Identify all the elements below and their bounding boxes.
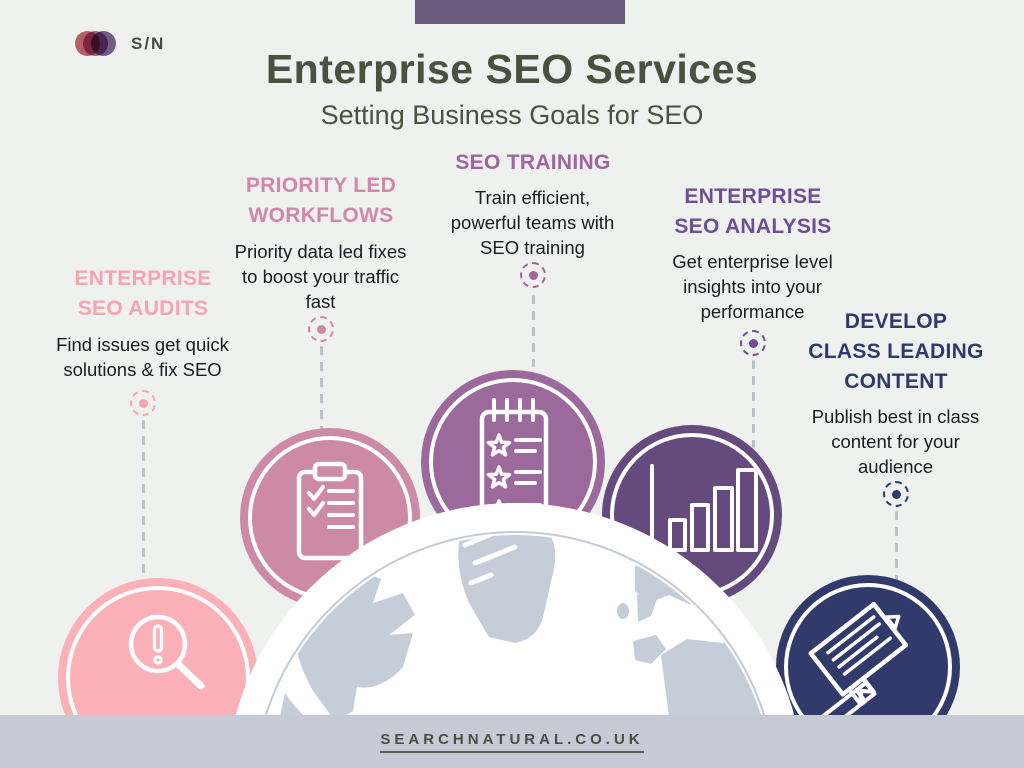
logo-text: S/N	[131, 34, 166, 53]
item-seo-audits-marker	[130, 390, 156, 416]
item-content-connector	[894, 511, 898, 581]
item-workflows-title: PRIORITY LED WORKFLOWS	[245, 174, 397, 227]
item-content-marker	[883, 481, 909, 507]
footer-bar: SEARCHNATURAL.CO.UK	[0, 715, 1024, 768]
item-seo-analysis-title: ENTERPRISE SEO ANALYSIS	[674, 185, 832, 238]
logo-circles-icon	[75, 31, 117, 57]
item-content-title: DEVELOP CLASS LEADING CONTENT	[808, 310, 984, 393]
item-workflows-connector	[319, 346, 323, 430]
item-seo-training-title: SEO TRAINING	[455, 151, 611, 174]
item-seo-training-description: Train efficient, powerful teams with SEO…	[450, 187, 615, 258]
magnifier-alert-icon	[128, 614, 205, 690]
item-seo-analysis-marker	[740, 330, 766, 356]
item-workflows-marker	[308, 316, 334, 342]
item-seo-analysis-description: Get enterprise level insights into your …	[672, 251, 833, 322]
item-seo-training-marker	[520, 262, 546, 288]
item-seo-audits-connector	[141, 420, 145, 582]
item-seo-audits-description: Find issues get quick solutions & fix SE…	[56, 334, 229, 380]
clipboard-checklist-icon	[296, 461, 364, 561]
page-title: Enterprise SEO Services	[265, 46, 759, 92]
bar-chart-icon	[650, 464, 758, 552]
item-seo-training-connector	[531, 295, 535, 367]
logo-mark: S/N	[75, 30, 195, 58]
item-seo-audits-title: ENTERPRISE SEO AUDITS	[74, 267, 212, 320]
item-workflows-description: Priority data led fixes to boost your tr…	[234, 241, 407, 312]
page-subtitle: Setting Business Goals for SEO	[320, 100, 704, 130]
document-pencil-icon	[808, 601, 909, 732]
footer-website-link[interactable]: SEARCHNATURAL.CO.UK	[380, 731, 644, 753]
top-accent-bar	[415, 0, 625, 24]
item-seo-analysis-connector	[751, 360, 755, 448]
item-content-description: Publish best in class content for your a…	[811, 406, 980, 477]
